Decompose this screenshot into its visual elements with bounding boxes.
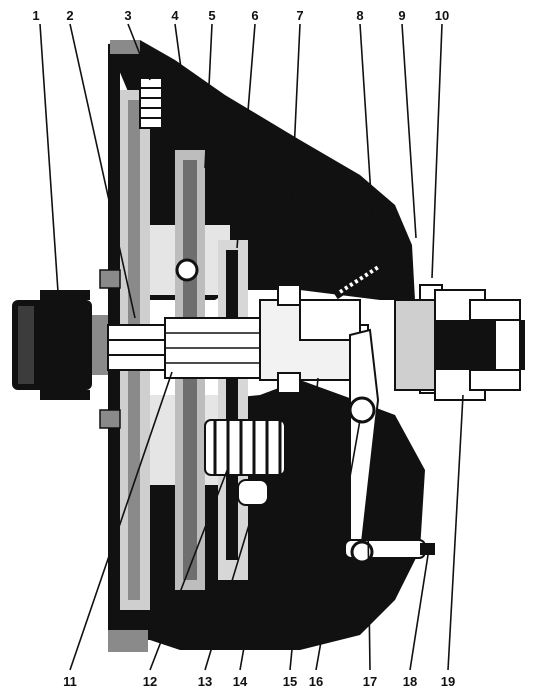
callout-12: 12 [143,674,157,689]
output-hub [394,289,525,401]
callout-8: 8 [356,8,363,23]
callout-6: 6 [251,8,258,23]
callout-2: 2 [66,8,73,23]
callout-labels-bottom: 11 12 13 14 15 16 17 18 19 [63,674,455,689]
callout-10: 10 [435,8,449,23]
callout-15: 15 [283,674,297,689]
callout-18: 18 [403,674,417,689]
callout-17: 17 [363,674,377,689]
callout-4: 4 [171,8,179,23]
callout-9: 9 [398,8,405,23]
callout-11: 11 [63,674,77,689]
callout-labels-top: 1 2 3 4 5 6 7 8 9 10 [32,8,449,23]
callout-16: 16 [309,674,323,689]
callout-5: 5 [208,8,215,23]
callout-7: 7 [296,8,303,23]
callout-3: 3 [124,8,131,23]
callout-1: 1 [32,8,39,23]
leader-lines [39,23,464,671]
pilot-cap [12,290,108,400]
release-fork [344,328,435,564]
callout-14: 14 [233,674,248,689]
main-shaft [107,299,369,381]
callout-13: 13 [198,674,212,689]
damper-springs [204,419,286,506]
ring-gear-teeth [139,77,163,129]
callout-19: 19 [441,674,455,689]
return-spring [332,257,388,300]
